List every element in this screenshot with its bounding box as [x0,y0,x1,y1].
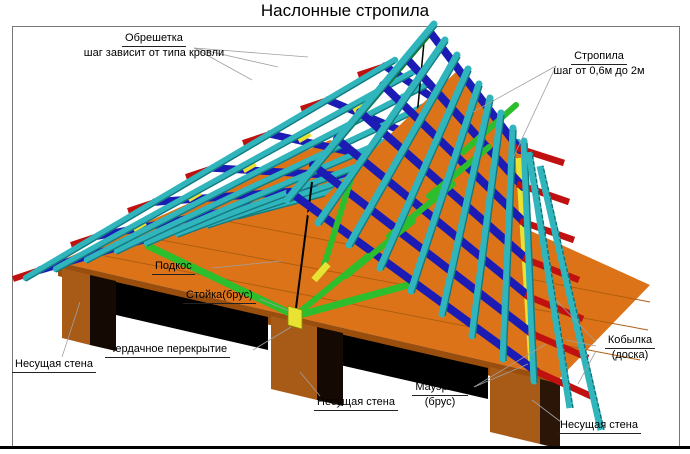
kobylka-label: Кобылка (доска) [594,334,666,362]
battens-label-title: Обрешетка [122,32,186,47]
wall-left-label: Несущая стена [12,358,96,373]
kobylka-label-title: Кобылка [604,334,656,349]
post-beam [287,261,331,330]
wall-center-label: Несущая стена [314,396,398,411]
mauerlat-label-title: Мауэрлат [412,381,468,396]
post-label: Стойка(брус) [183,289,256,304]
rafters-label-note: шаг от 0,6м до 2м [553,65,645,77]
wall-right-label: Несущая стена [557,419,641,434]
bottom-border [0,446,690,449]
battens-label-note: шаг зависит от типа кровли [83,47,225,59]
rafters-label: Стропила шаг от 0,6м до 2м [543,50,655,78]
kobylka-label-note: (доска) [611,349,649,361]
leader-lines [61,47,597,423]
attic-floor-label: Чердачное перекрытие [105,343,231,358]
eave-ladder-battens [525,151,605,431]
mauerlat-label: Мауэрлат (брус) [398,381,482,409]
brace-label: Подкос [152,260,195,275]
page-title: Наслонные стропила [260,1,430,20]
right-slope-battens [283,20,538,385]
mauerlat-label-note: (брус) [424,396,456,408]
rafters-label-title: Стропила [571,50,627,65]
wall-column-right [490,367,560,449]
wall-column-left [62,268,116,351]
right-slope-batten-edges [289,25,538,384]
battens-label: Обрешетка шаг зависит от типа кровли [78,32,230,60]
